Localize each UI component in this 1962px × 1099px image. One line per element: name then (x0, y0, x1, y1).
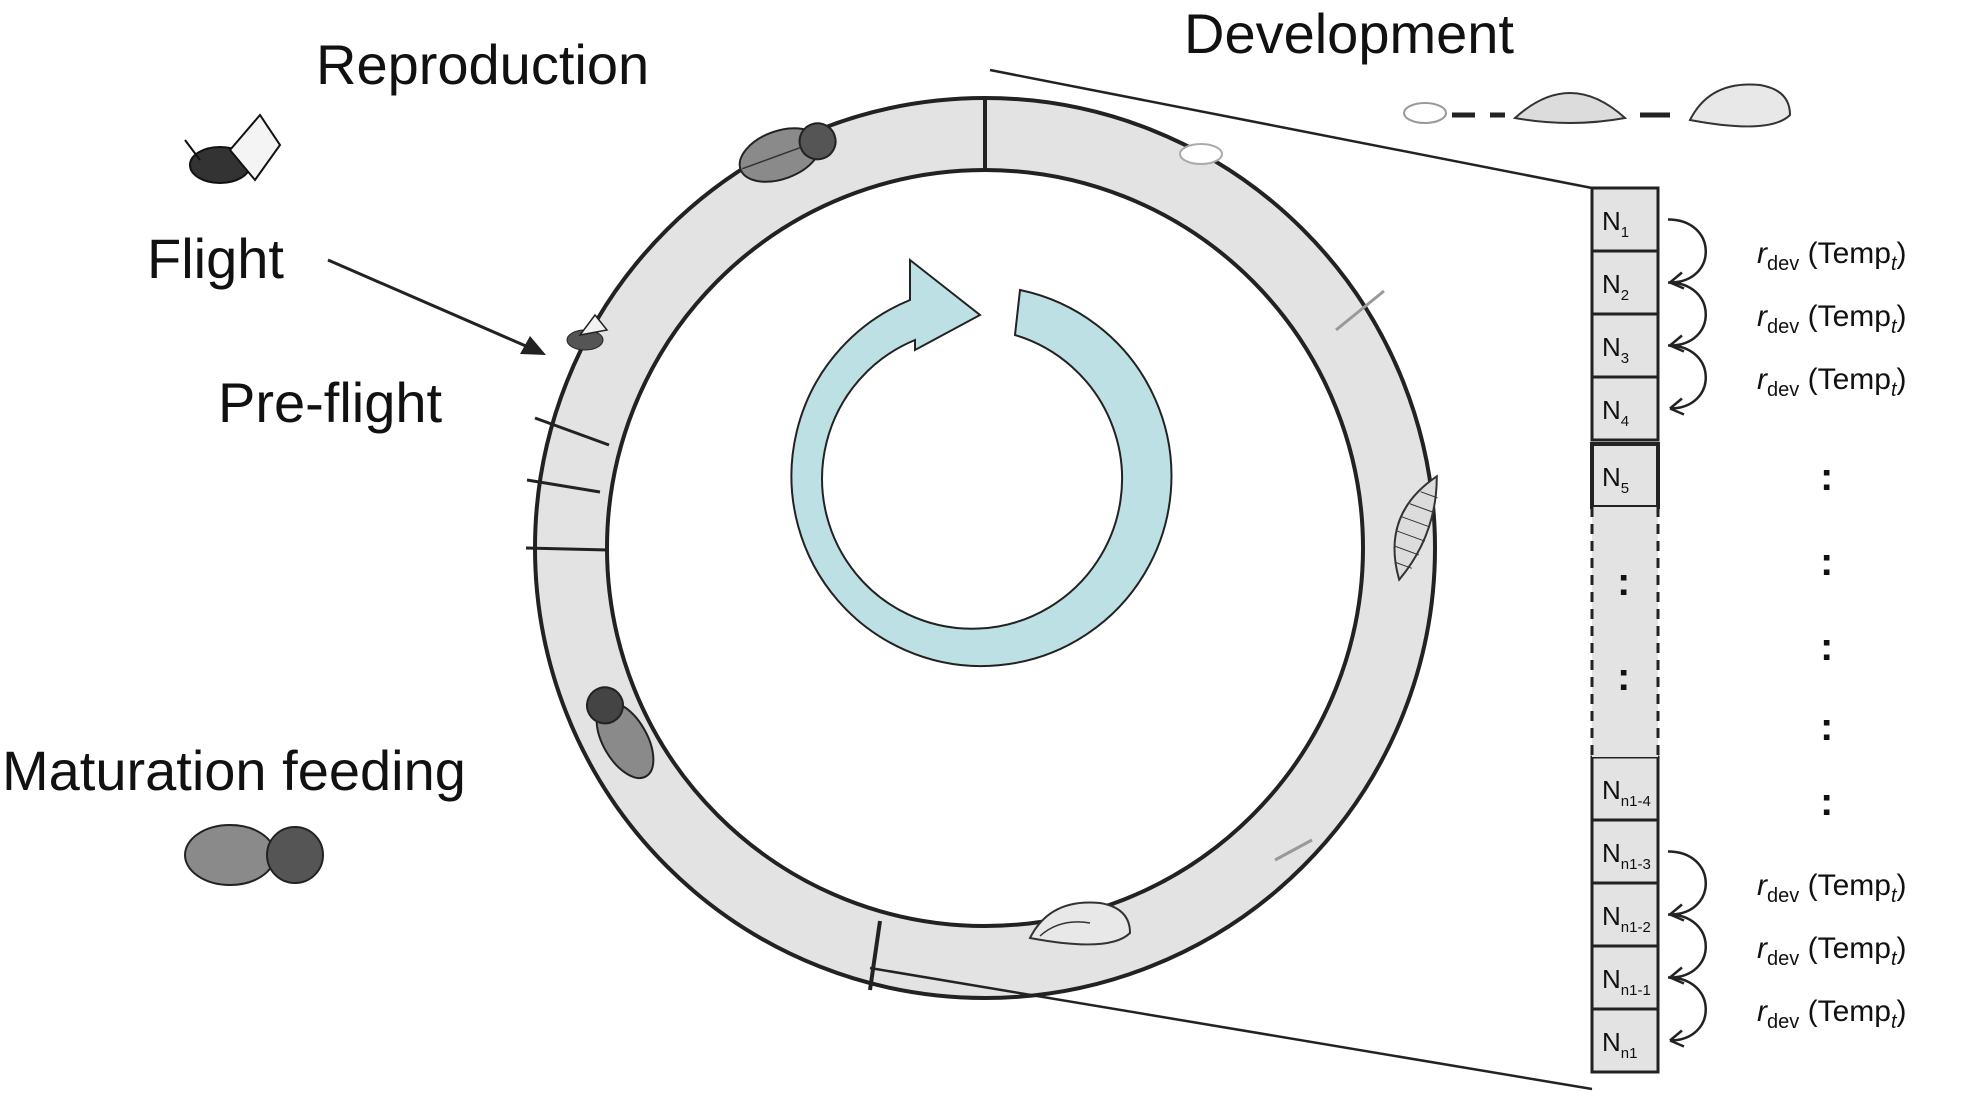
divider-egg-larva (1335, 289, 1385, 332)
cohort-box-label: N2 (1602, 269, 1629, 304)
flying-beetle-icon (184, 113, 282, 184)
rate-label: rdev (Tempt) (1757, 363, 1907, 401)
beetle-icon (184, 824, 324, 886)
transition-arrow (1667, 913, 1707, 979)
rate-label: rdev (Tempt) (1757, 995, 1907, 1033)
cohort-box-label: Nn1-4 (1602, 775, 1651, 810)
rate-ellipsis-dot: : (1820, 780, 1833, 824)
cohort-box (1590, 881, 1660, 948)
label-reproduction: Reproduction (316, 33, 649, 96)
rate-ellipsis: : : : : : (1820, 455, 1833, 824)
beetle-icon (586, 686, 655, 779)
zoom-line-bottom (869, 966, 1593, 1091)
cohort-box (1590, 249, 1660, 316)
pupa-icon (1688, 83, 1792, 128)
cohort-box-label: Nn1-2 (1602, 901, 1651, 936)
flight-pointer-arrow (327, 258, 546, 355)
label-maturation-feeding: Maturation feeding (2, 739, 466, 802)
cohort-box-label: Nn1 (1602, 1027, 1637, 1062)
ellipsis-segment (1592, 507, 1658, 757)
life-cycle-ring (525, 96, 1437, 1000)
larva-icon (1393, 474, 1438, 582)
cohort-box-label: N3 (1602, 332, 1629, 367)
cohort-box (1590, 944, 1660, 1011)
transition-arrow (1667, 344, 1707, 410)
transition-arrow (1667, 218, 1707, 284)
box-ellipsis: : (1617, 655, 1630, 699)
divider-larva-pupa (1274, 838, 1313, 862)
beetle-icon (738, 122, 837, 183)
rate-label: rdev (Tempt) (1757, 932, 1907, 970)
egg-icon (1179, 143, 1223, 165)
rate-ellipsis-dot: : (1820, 540, 1833, 584)
zoom-line-top (989, 68, 1593, 190)
cohort-box-label: N4 (1602, 395, 1629, 430)
cycle-arrow-icon (790, 257, 1173, 668)
rate-ellipsis-dot: : (1820, 625, 1833, 669)
rate-labels: rdev (Tempt) rdev (Tempt) rdev (Tempt) rdev… (1667, 218, 1907, 1048)
rate-label: rdev (Tempt) (1757, 869, 1907, 907)
transition-arrowhead (1669, 397, 1685, 416)
divider-preflight-flight (526, 478, 601, 494)
larva-icon (1512, 92, 1628, 124)
flying-beetle-icon (566, 313, 609, 351)
cohort-box-label: Nn1-3 (1602, 838, 1651, 873)
cohort-box (1590, 186, 1660, 253)
box-ellipsis: : (1617, 560, 1630, 604)
egg-icon (1403, 102, 1447, 124)
label-flight: Flight (147, 227, 284, 290)
transition-arrow (1667, 976, 1707, 1042)
label-preflight: Pre-flight (218, 371, 443, 434)
pupa-icon (1028, 901, 1132, 946)
transition-arrow (1667, 281, 1707, 347)
transition-arrowhead (1669, 1029, 1685, 1048)
rate-label: rdev (Tempt) (1757, 300, 1907, 338)
divider-flight-reproduction (534, 416, 610, 447)
development-sequence (1403, 83, 1792, 128)
label-development: Development (1184, 2, 1514, 65)
cohort-box (1590, 1007, 1660, 1074)
rate-label: rdev (Tempt) (1757, 237, 1907, 275)
rate-ellipsis-dot: : (1820, 455, 1833, 499)
rate-ellipsis-dot: : (1820, 705, 1833, 749)
cohort-box-label: Nn1-1 (1602, 964, 1651, 999)
cohort-box-label: N5 (1602, 462, 1629, 497)
cohort-box (1590, 375, 1660, 442)
divider-development-maturation (868, 920, 882, 991)
divider-maturation-preflight (525, 546, 609, 552)
transition-arrow (1667, 850, 1707, 916)
cohort-box-label: N1 (1602, 206, 1629, 241)
